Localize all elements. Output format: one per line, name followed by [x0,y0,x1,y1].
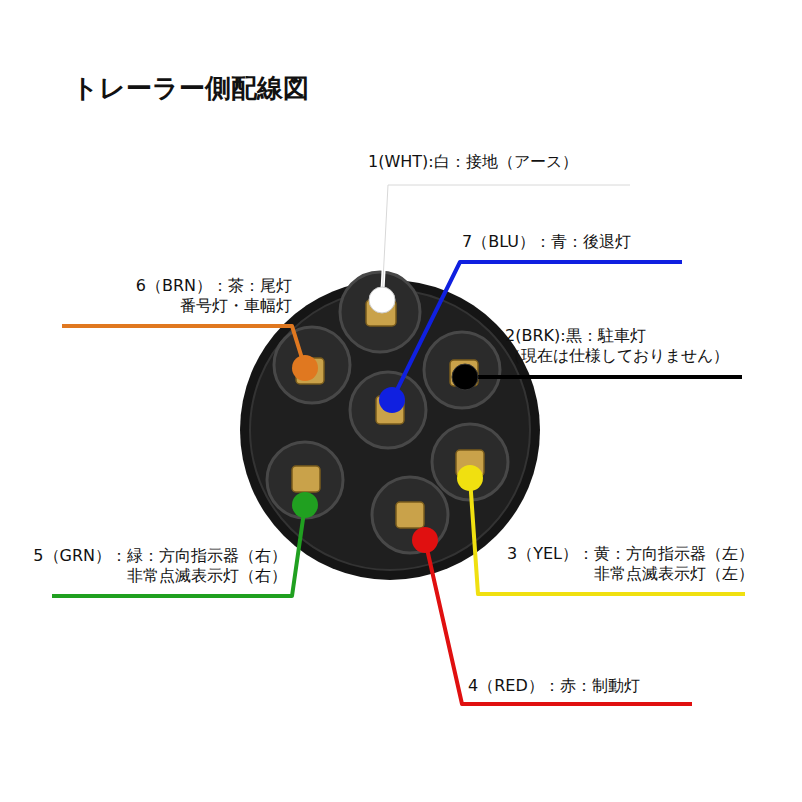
socket [340,272,420,352]
diagram-title: トレーラー側配線図 [72,72,309,104]
socket [432,424,508,500]
pin-label: 5（GRN）：緑：方向指示器（右） 非常点滅表示灯（右） [15,546,287,586]
brass-terminal [292,466,320,492]
brass-terminal [396,502,424,528]
socket [267,442,343,518]
pin-label: 3（YEL）：黄：方向指示器（左） 非常点滅表示灯（左） [486,544,754,584]
pin-label: 2(BRK):黒：駐車灯 （現在は仕様しておりません） [505,326,755,366]
pin-dot [292,492,318,518]
pin-dot [369,287,395,313]
socket [372,477,448,553]
pin-dot [292,355,318,381]
pin-dot [412,527,438,553]
pin-label: 4（RED）：赤：制動灯 [468,676,768,696]
pin-dot [379,387,405,413]
pin-label: 6（BRN）：茶：尾灯 番号灯・車幅灯 [82,276,292,316]
pin-label: 1(WHT):白：接地（アース） [368,152,668,172]
pin-label: 7（BLU）：青：後退灯 [462,232,762,252]
leader-line [465,375,742,379]
socket [274,327,350,403]
socket [424,332,500,408]
pin-dot [452,364,478,390]
leader-line [62,326,305,368]
pin-dot [457,465,483,491]
socket [350,372,426,448]
